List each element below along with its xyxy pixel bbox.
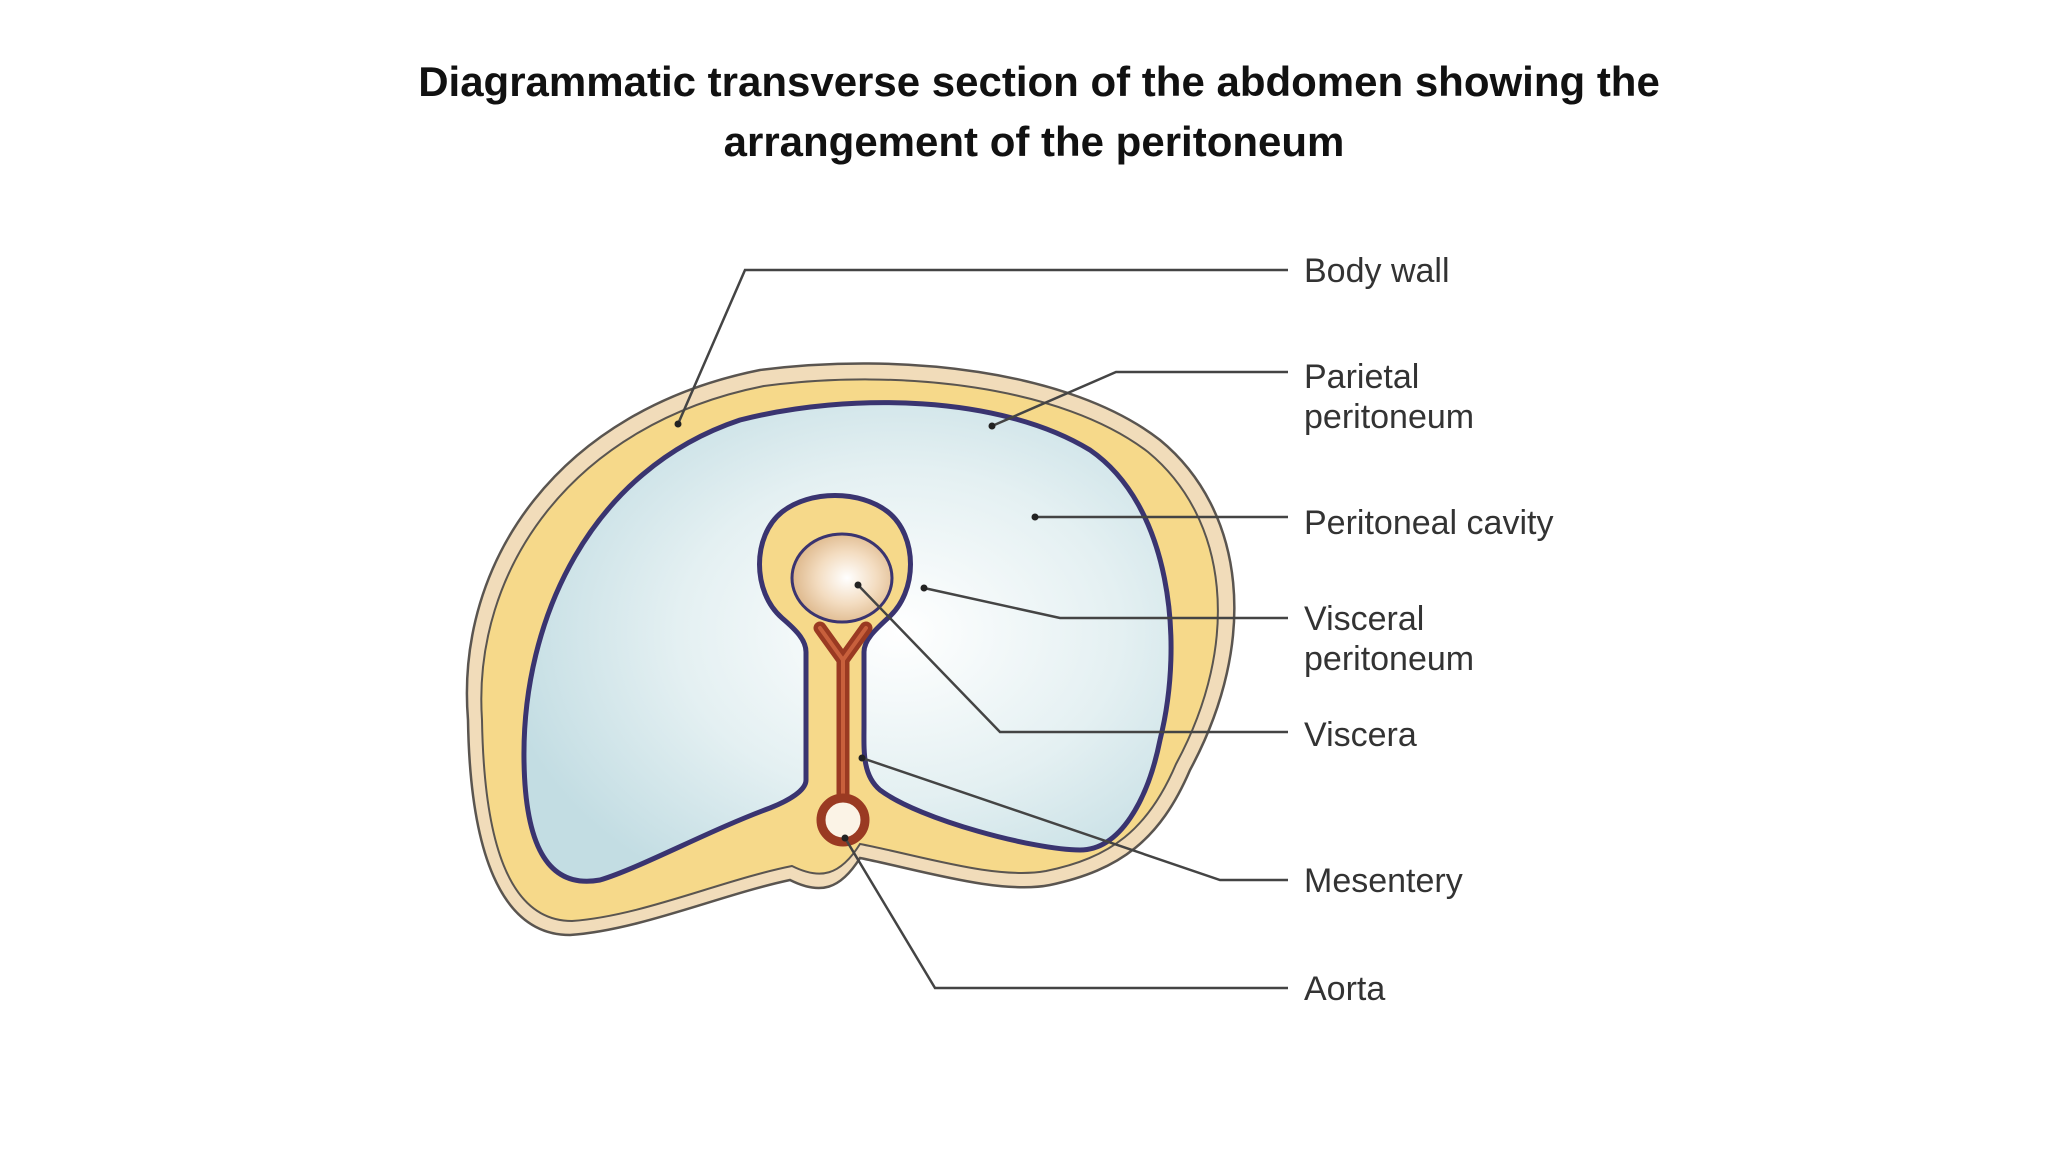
- leader-mesentery: [861, 756, 1288, 882]
- label-parietal-2: peritoneum: [1304, 398, 1474, 436]
- leader-parietal: [991, 370, 1288, 428]
- mesentery-vessel-core: [818, 626, 868, 802]
- dot-body-wall: [674, 420, 682, 428]
- leader-viscera: [857, 584, 1288, 734]
- dot-parietal: [988, 422, 996, 430]
- leader-dots: [674, 420, 1039, 842]
- leader-visceral: [923, 586, 1288, 620]
- dot-mesentery: [858, 754, 866, 762]
- label-visceral-2: peritoneum: [1304, 640, 1474, 678]
- title-line-2: arrangement of the peritoneum: [723, 118, 1345, 165]
- label-peritoneal-cavity: Peritoneal cavity: [1304, 504, 1553, 542]
- diagram-title: Diagrammatic transverse section of the a…: [0, 52, 2048, 172]
- dot-cavity: [1031, 513, 1039, 521]
- leader-aorta: [843, 837, 1288, 990]
- title-line-1: Diagrammatic transverse section of the a…: [418, 58, 1660, 105]
- leader-lines: [676, 268, 1288, 990]
- viscera-organ: [790, 532, 894, 624]
- peritoneal-cavity: [521, 400, 1174, 884]
- aorta-vessel: [816, 793, 870, 847]
- label-viscera: Viscera: [1304, 716, 1417, 754]
- label-mesentery: Mesentery: [1304, 862, 1463, 900]
- label-aorta: Aorta: [1304, 970, 1385, 1008]
- dot-viscera: [854, 581, 862, 589]
- dot-visceral: [920, 584, 928, 592]
- label-body-wall: Body wall: [1304, 252, 1450, 290]
- leader-body-wall: [676, 268, 1288, 425]
- dot-aorta: [841, 834, 849, 842]
- label-parietal-1: Parietal: [1304, 358, 1419, 396]
- label-visceral-1: Visceral: [1304, 600, 1424, 638]
